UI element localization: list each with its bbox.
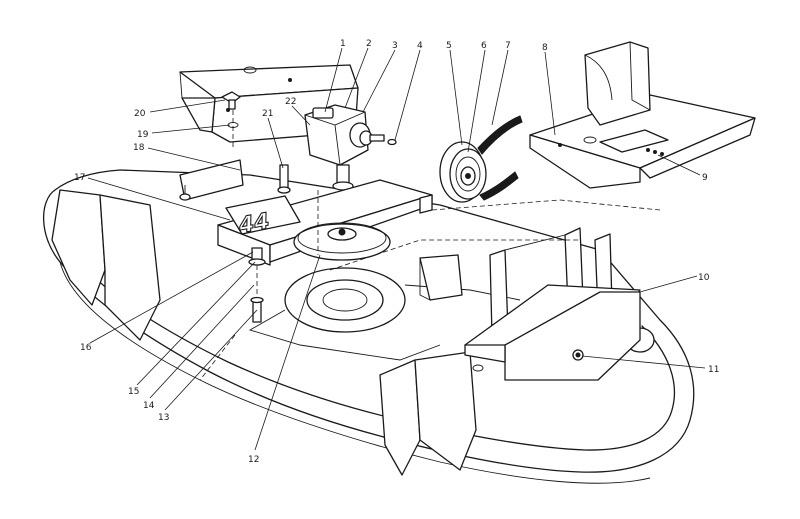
decal-44: 44 — [225, 195, 301, 240]
key — [387, 138, 397, 146]
callout-7: 7 — [505, 41, 511, 51]
mower-deck-housing — [42, 169, 695, 484]
callout-18: 18 — [133, 143, 145, 153]
drive-pulley — [439, 141, 487, 203]
decal-text: 44 — [236, 209, 271, 239]
callout-8: 8 — [542, 43, 548, 53]
alignment-line — [329, 239, 580, 271]
callout-17: 17 — [74, 173, 85, 183]
callout-16: 16 — [80, 343, 92, 353]
bolt-assembly — [248, 247, 266, 323]
callout-1: 1 — [340, 39, 346, 49]
callout-12: 12 — [248, 455, 259, 465]
top-cover — [529, 41, 756, 189]
v-belt — [477, 115, 523, 201]
callout-21: 21 — [262, 109, 273, 119]
alignment-line — [199, 334, 236, 381]
callout-6: 6 — [481, 41, 487, 51]
callout-5: 5 — [446, 41, 452, 51]
callout-11: 11 — [708, 365, 719, 375]
callout-2: 2 — [366, 39, 372, 49]
callout-13: 13 — [158, 413, 169, 423]
callout-22: 22 — [285, 97, 296, 107]
callout-3: 3 — [392, 41, 398, 51]
callout-20: 20 — [134, 109, 146, 119]
alignment-line — [431, 199, 661, 211]
callout-15: 15 — [128, 387, 139, 397]
callout-10: 10 — [698, 273, 710, 283]
callout-19: 19 — [137, 130, 149, 140]
callout-labels: 1 2 3 4 5 6 7 8 9 10 11 12 13 14 15 16 1… — [74, 39, 719, 465]
callout-leaders — [87, 47, 706, 451]
callout-4: 4 — [417, 41, 423, 51]
callout-9: 9 — [702, 173, 708, 183]
gearbox — [304, 104, 385, 191]
wing-nut — [221, 91, 241, 110]
callout-14: 14 — [143, 401, 155, 411]
